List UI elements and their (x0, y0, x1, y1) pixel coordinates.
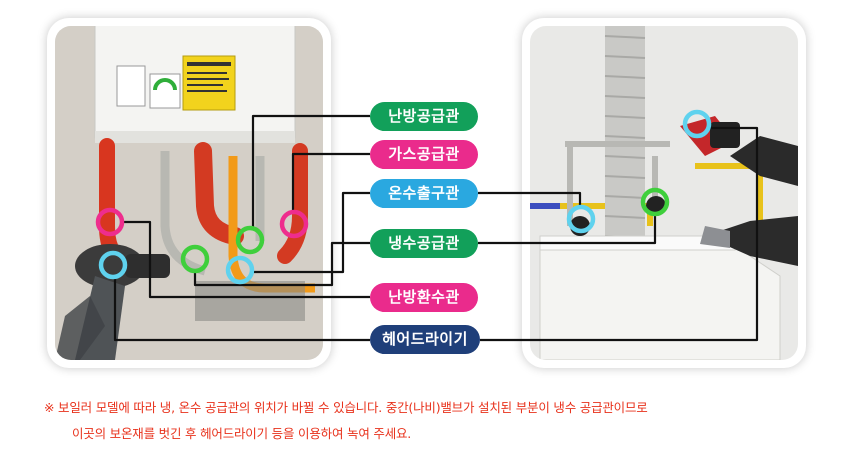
label-cold-water-supply: 냉수공급관 (370, 229, 478, 258)
boiler-photo-left (47, 18, 331, 368)
boiler-illustration-left (55, 26, 323, 360)
marker-hair-dryer-left (98, 250, 128, 280)
connector-hot-water-right (478, 191, 582, 205)
marker-heating-supply (235, 225, 265, 255)
connector-heating-supply (251, 114, 370, 228)
connector-heating-return (124, 220, 370, 299)
connector-cold-supply-right (478, 216, 657, 245)
label-gas-supply: 가스공급관 (370, 140, 478, 169)
connector-hair-dryer-left (113, 278, 370, 342)
marker-hot-water-left (225, 255, 255, 285)
marker-hot-water-right (566, 204, 596, 234)
marker-hair-dryer-right (682, 109, 712, 139)
label-hot-water-out: 온수출구관 (370, 179, 478, 208)
connector-hot-water-left (254, 191, 370, 274)
label-hair-dryer: 헤어드라이기 (370, 325, 480, 354)
note-line-1: ※ 보일러 모델에 따라 냉, 온수 공급관의 위치가 바뀔 수 있습니다. 중… (44, 400, 648, 415)
label-heating-return: 난방환수관 (370, 283, 478, 312)
marker-cold-supply-right (640, 187, 670, 217)
connector-cold-supply-left (193, 241, 370, 287)
marker-cold-supply-left (180, 244, 210, 274)
connector-gas-supply (291, 152, 370, 210)
note-line-2: 이곳의 보온재를 벗긴 후 헤어드라이기 등을 이용하여 녹여 주세요. (72, 426, 412, 441)
marker-gas-supply (279, 209, 309, 239)
connector-hair-dryer-right (480, 126, 759, 342)
label-heating-supply: 난방공급관 (370, 102, 478, 131)
marker-heating-return (95, 207, 125, 237)
